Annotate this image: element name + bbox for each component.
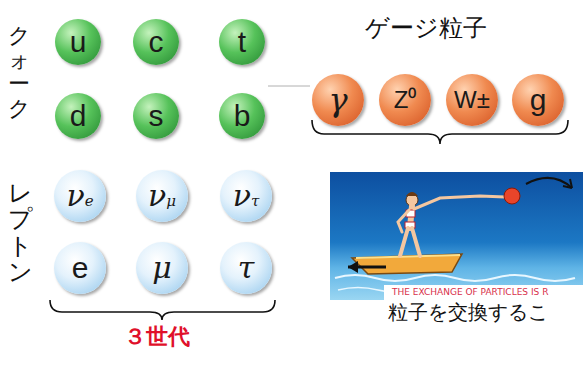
lepton-circle: ντ: [220, 170, 272, 222]
vertical-label: レプトン: [8, 180, 32, 286]
caption-text: 粒子を交換するこ: [388, 299, 548, 326]
particle-symbol: νe: [66, 181, 93, 211]
lepton-circle: μ: [136, 242, 188, 294]
particle-symbol: Z⁰: [394, 88, 417, 112]
lepton-circle: νe: [54, 170, 106, 222]
particle-symbol: s: [149, 101, 164, 131]
quark-circle: b: [219, 93, 265, 139]
caption-text: THE EXCHANGE OF PARTICLES IS R: [392, 287, 548, 297]
particle-symbol: W±: [454, 88, 490, 112]
particle-symbol: d: [70, 101, 87, 131]
quark-circle: d: [55, 93, 101, 139]
particle-symbol: ντ: [233, 181, 260, 211]
brace: [50, 300, 275, 320]
particle-symbol: g: [530, 85, 547, 115]
particle-symbol: b: [234, 101, 251, 131]
quark-circle: t: [219, 19, 265, 65]
boson-circle: g: [512, 74, 564, 126]
particle-symbol: c: [149, 27, 164, 57]
particle-symbol: μ: [152, 253, 172, 283]
boson-circle: γ: [312, 74, 364, 126]
quark-circle: s: [133, 93, 179, 139]
divider-line: [268, 86, 310, 87]
quark-circle: c: [133, 19, 179, 65]
quark-circle: u: [55, 19, 101, 65]
particle-symbol: u: [70, 27, 87, 57]
particle-symbol: e: [72, 253, 89, 283]
vertical-label: クォーク: [8, 24, 30, 121]
particle-symbol: t: [238, 27, 246, 57]
lepton-circle: τ: [220, 242, 272, 294]
lepton-circle: e: [54, 242, 106, 294]
lepton-circle: νμ: [136, 170, 188, 222]
group-heading: ゲージ粒子: [365, 12, 487, 44]
generation-label: ３世代: [124, 322, 190, 352]
particle-symbol: νμ: [148, 181, 176, 211]
boson-circle: Z⁰: [379, 74, 431, 126]
particle-symbol: τ: [238, 253, 255, 283]
boson-circle: W±: [446, 74, 498, 126]
particle-symbol: γ: [328, 84, 347, 116]
